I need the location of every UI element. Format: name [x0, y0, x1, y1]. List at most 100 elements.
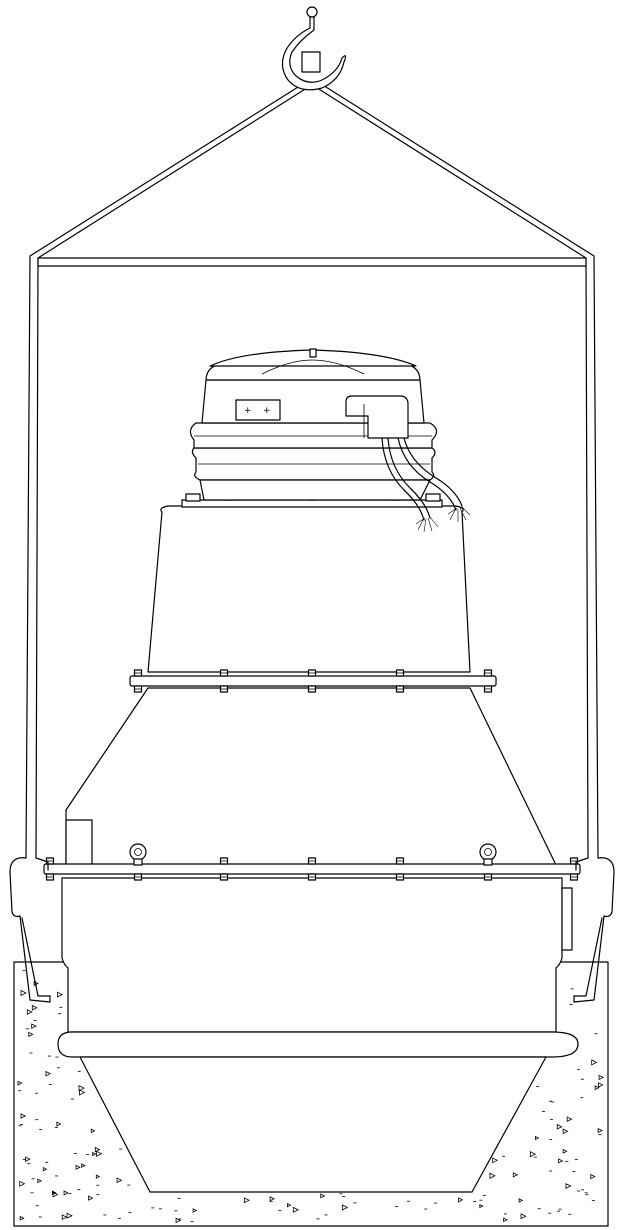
speckle-triangle	[75, 1164, 81, 1170]
speckle-triangle	[512, 1172, 519, 1178]
lower-housing-side-box	[561, 887, 573, 951]
dome-contour	[261, 359, 365, 375]
bolt	[133, 873, 143, 881]
bolt	[483, 873, 493, 881]
bolt	[307, 685, 317, 693]
sling-hook-right	[573, 857, 615, 1003]
speckle-triangle	[19, 1215, 25, 1221]
speckle-triangle	[243, 1197, 250, 1204]
speckle-triangle	[63, 1190, 69, 1196]
speckle-triangle	[17, 1080, 23, 1086]
light-head: + +	[185, 348, 441, 502]
bolt	[45, 873, 55, 881]
bolt	[307, 857, 317, 865]
light-head-neck	[199, 479, 431, 501]
speckle-triangle	[51, 1190, 57, 1196]
bolt	[307, 669, 317, 677]
speckle-triangle	[19, 1180, 26, 1187]
speckle-triangle	[66, 1212, 73, 1219]
sling-hook-left-top	[35, 857, 49, 871]
dome-vent	[309, 348, 317, 358]
lifting-sling	[9, 81, 615, 1003]
speckle-triangle	[520, 1213, 527, 1220]
speckle-triangle	[56, 991, 64, 998]
head-stub-left	[185, 493, 201, 502]
lower-housing-body	[61, 877, 563, 1033]
bolt	[219, 857, 229, 865]
speckle-triangle	[269, 1196, 275, 1202]
bolt	[395, 685, 405, 693]
lower-housing	[57, 877, 579, 1193]
hook-shackle	[301, 51, 321, 73]
lifting-eye-base	[483, 858, 493, 866]
cable-end-2-wires	[447, 506, 471, 522]
bolt	[219, 669, 229, 677]
cable-2	[397, 437, 457, 511]
speckle-triangle	[31, 1004, 38, 1011]
lifting-eye-hole	[134, 848, 142, 856]
speckle-triangle	[95, 1174, 101, 1179]
lifting-eye-ring	[479, 843, 497, 861]
speckle-triangle	[458, 1197, 464, 1203]
speckle-triangle	[192, 1208, 198, 1213]
speckle-triangle	[479, 1203, 484, 1209]
bolt	[395, 873, 405, 881]
hook-eye	[306, 6, 318, 18]
middle-flange	[129, 675, 497, 687]
bolt	[395, 669, 405, 677]
lower-housing-taper	[79, 1056, 547, 1193]
bolt	[395, 857, 405, 865]
speckle-triangle	[45, 1070, 52, 1077]
speckle-triangle	[562, 1148, 568, 1154]
upper-body	[147, 505, 471, 673]
bolt	[483, 685, 493, 693]
sling-left-outer	[25, 81, 307, 859]
bolt	[133, 685, 143, 693]
lifting-eye-left	[129, 843, 147, 866]
speckle-triangle	[565, 1183, 572, 1189]
speckle-triangle	[562, 1128, 569, 1135]
speckle-triangle	[31, 1023, 37, 1029]
speckle-triangle	[96, 1150, 103, 1157]
housing-cone	[65, 687, 557, 866]
housing-side-bracket	[65, 819, 93, 866]
speckle-triangle	[26, 1009, 33, 1015]
hook-body	[281, 16, 347, 91]
speckle-triangle	[594, 1085, 600, 1091]
lower-flange	[43, 863, 581, 875]
speckle-triangle	[558, 1158, 564, 1164]
speckle-triangle	[503, 1217, 508, 1223]
speckle-triangle	[28, 1031, 34, 1037]
speckle-triangle	[90, 1128, 96, 1134]
bolt	[219, 685, 229, 693]
cables	[381, 437, 471, 533]
speckle-triangle	[25, 1156, 31, 1163]
bolt	[219, 873, 229, 881]
speckle-triangle	[566, 1116, 573, 1122]
speckle-triangle	[598, 1074, 605, 1081]
speckle-triangle	[591, 1059, 598, 1066]
speckle-triangle	[292, 1206, 300, 1213]
bolt	[133, 669, 143, 677]
speckle-triangle	[78, 1085, 85, 1092]
speckle-triangle	[556, 1123, 563, 1130]
speckle-triangle	[529, 1151, 537, 1158]
terminal-plus-right: +	[263, 406, 271, 416]
lifting-eye-ring	[129, 843, 147, 861]
speckle-triangle	[61, 1214, 68, 1220]
lifting-eye-right	[479, 843, 497, 866]
speckle-triangle	[341, 1204, 349, 1211]
speckle-triangle	[37, 1178, 43, 1184]
bolt	[483, 669, 493, 677]
concrete-speckle-pattern	[17, 970, 605, 1224]
lower-housing-rim	[57, 1031, 579, 1058]
speckle-triangle	[20, 989, 27, 997]
cable-2-outer	[403, 437, 463, 507]
speckle-triangle	[489, 1172, 496, 1179]
sling-hook-left	[9, 857, 51, 1003]
head-stub-right	[425, 493, 441, 502]
speckle-triangle	[88, 1195, 94, 1201]
speckle-triangle	[590, 1173, 596, 1180]
lifting-eye-base	[133, 858, 143, 866]
speckle-triangle	[81, 1163, 86, 1168]
